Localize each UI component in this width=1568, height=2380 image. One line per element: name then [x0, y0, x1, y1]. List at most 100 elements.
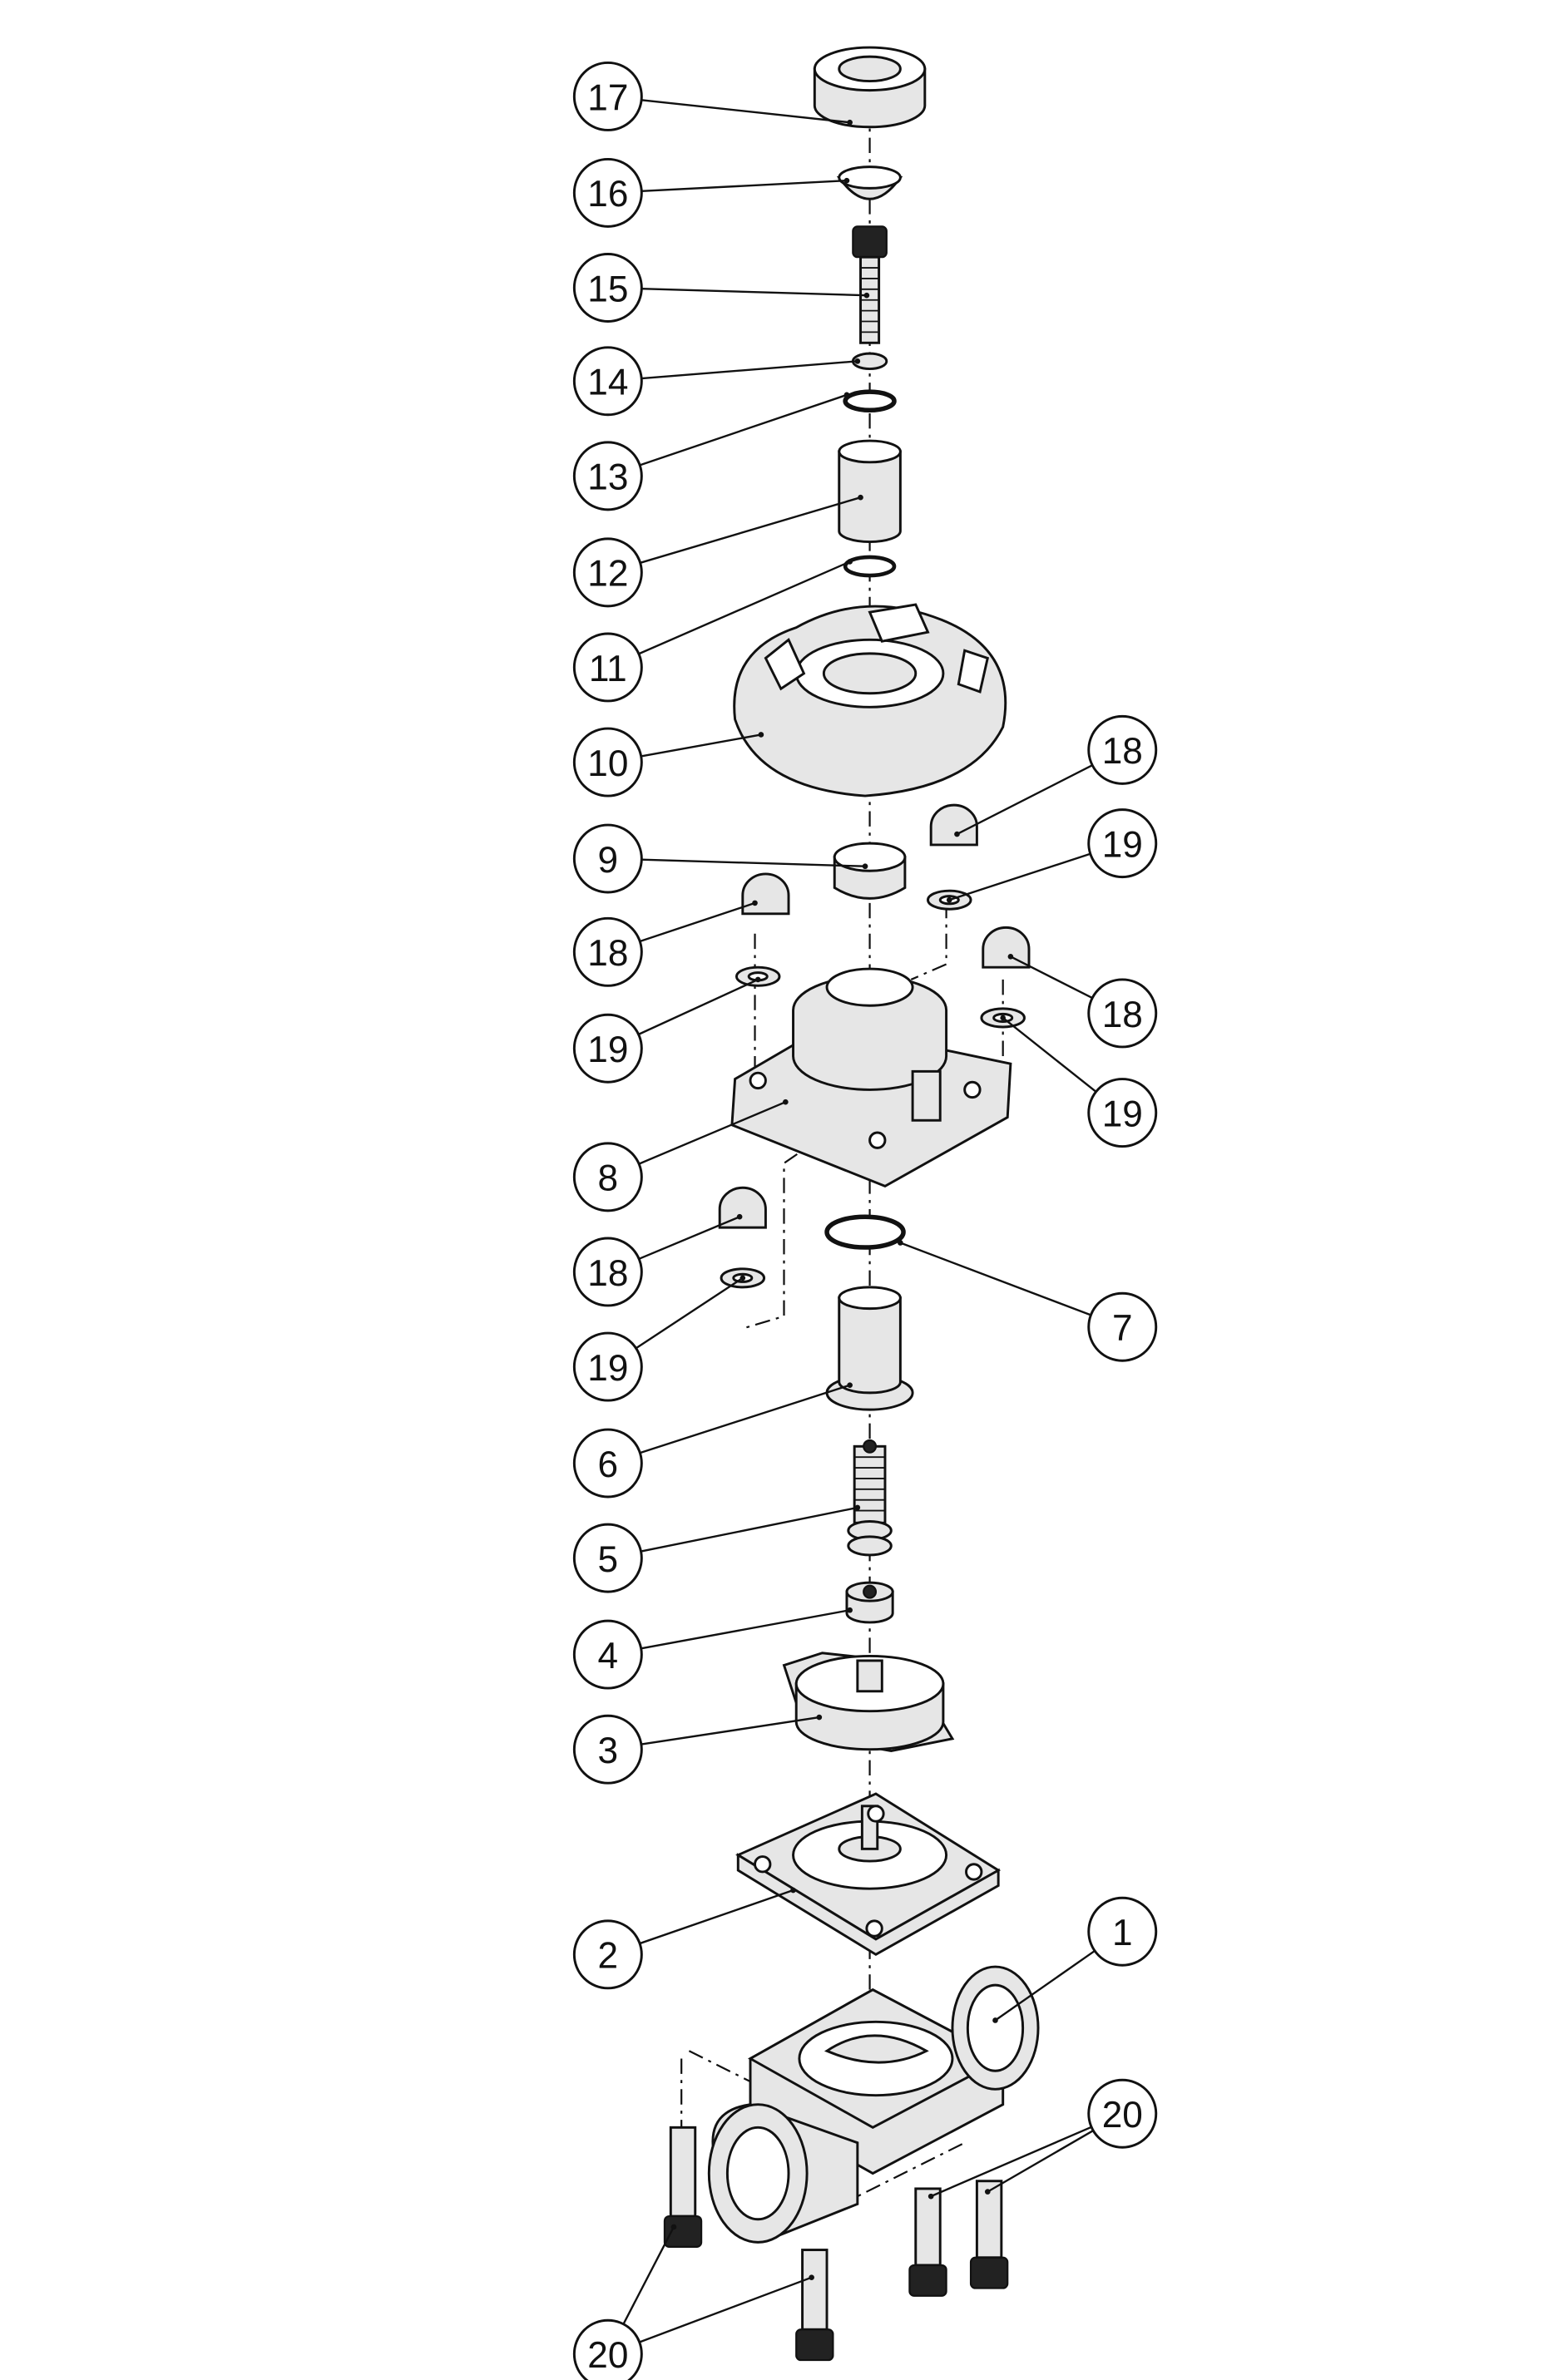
- leader-line: [641, 1716, 820, 1745]
- leader-line: [635, 1276, 744, 1350]
- callout-bubble: [572, 1619, 643, 1690]
- parts: [663, 46, 1040, 2362]
- leader-line: [994, 1949, 1096, 2022]
- callout-number: 20: [1102, 2095, 1143, 2136]
- callout-18: 18: [572, 1213, 743, 1307]
- callout-bubble: [572, 1428, 643, 1499]
- leader-dot: [758, 732, 764, 738]
- callout-1: 1: [992, 1896, 1158, 2023]
- part-9-bushing: [833, 842, 907, 900]
- callout-2: 2: [572, 1887, 796, 1990]
- callout-bubble: [1087, 808, 1158, 879]
- leader-dot: [816, 1714, 823, 1721]
- callout-4: 4: [572, 1607, 853, 1690]
- leader-dot: [670, 2224, 677, 2230]
- leader-dot: [954, 831, 960, 837]
- callout-number: 3: [598, 1731, 619, 1771]
- callout-number: 18: [1102, 995, 1143, 1035]
- leader-dot: [898, 1240, 903, 1246]
- callout-number: 2: [598, 1936, 619, 1977]
- part-5-spindle: [847, 1439, 893, 1557]
- leader-line: [948, 852, 1091, 901]
- leader-line: [641, 1506, 858, 1553]
- callout-19: 19: [946, 808, 1158, 903]
- callout-13: 13: [572, 392, 850, 511]
- callout-12: 12: [572, 494, 863, 608]
- leader-dot: [790, 1887, 796, 1894]
- callout-18: 18: [954, 714, 1158, 837]
- callout-18: 18: [1007, 954, 1158, 1049]
- leader-line: [899, 1242, 1091, 1316]
- part-12-sleeve: [838, 439, 902, 543]
- leader-line: [1010, 955, 1093, 1000]
- callout-11: 11: [572, 559, 853, 703]
- part-6-compressor: [825, 1286, 914, 1411]
- leader-line: [641, 179, 848, 193]
- callout-number: 13: [587, 457, 628, 498]
- callout-bubble: [572, 1237, 643, 1307]
- callout-number: 5: [598, 1539, 619, 1580]
- part-15-screw: [852, 225, 888, 344]
- callout-19: 19: [572, 1275, 746, 1402]
- leader-line: [641, 733, 762, 758]
- part-10-handwheel: [733, 603, 1007, 797]
- leader-dot: [858, 494, 863, 501]
- callout-bubble: [572, 1523, 643, 1593]
- callout-number: 18: [587, 933, 628, 974]
- callout-number: 19: [1102, 824, 1143, 865]
- part-11-oring: [843, 555, 897, 578]
- callout-bubble: [572, 61, 643, 131]
- callout-9: 9: [572, 823, 868, 894]
- leader-line: [639, 901, 755, 943]
- part-13-circlip: [843, 389, 897, 413]
- leader-dot: [863, 292, 870, 299]
- leader-line: [638, 560, 851, 655]
- callout-8: 8: [572, 1099, 789, 1212]
- stud-axis: [910, 902, 947, 980]
- callout-bubble: [572, 1142, 643, 1212]
- leader-line: [640, 1384, 851, 1454]
- callout-bubble: [572, 537, 643, 608]
- leader-line: [639, 1889, 794, 1945]
- callout-number: 17: [587, 77, 628, 118]
- callout-bubble: [572, 916, 643, 987]
- leader-dot: [927, 2193, 934, 2200]
- callout-number: 19: [587, 1348, 628, 1389]
- callout-bubble: [1087, 714, 1158, 785]
- leader-line: [641, 1609, 850, 1650]
- leader-line: [638, 1101, 786, 1165]
- callout-16: 16: [572, 157, 850, 228]
- callout-bubble: [1087, 978, 1158, 1049]
- callout-bubble: [572, 727, 643, 797]
- callout-bubble: [572, 1919, 643, 1990]
- callout-15: 15: [572, 253, 870, 323]
- callout-number: 4: [598, 1636, 619, 1676]
- callout-bubble: [1087, 1896, 1158, 1967]
- callout-number: 15: [587, 269, 628, 309]
- leader-dot: [843, 177, 850, 184]
- leader-dot: [854, 358, 861, 364]
- leader-line: [641, 288, 867, 297]
- callout-number: 12: [587, 554, 628, 595]
- leader-dot: [843, 392, 850, 398]
- callout-bubble: [572, 253, 643, 323]
- leader-dot: [783, 1099, 789, 1105]
- callout-layer: 1716151413121110918191819181981819765432…: [572, 61, 1158, 2380]
- leader-dot: [752, 900, 758, 906]
- callout-bubble: [572, 632, 643, 703]
- callout-bubble: [572, 1331, 643, 1402]
- callout-number: 20: [587, 2335, 628, 2376]
- leader-dot: [847, 119, 853, 126]
- callout-number: 11: [589, 649, 627, 689]
- callout-bubble: [1087, 1291, 1158, 1362]
- part-1-body: [707, 1965, 1040, 2244]
- callout-20: 20: [572, 2224, 814, 2380]
- leader-dot: [862, 863, 868, 870]
- leader-line: [641, 858, 866, 867]
- callout-bubble: [1087, 1078, 1158, 1148]
- leader-line: [641, 360, 858, 380]
- callout-number: 10: [587, 743, 628, 784]
- callout-bubble: [572, 441, 643, 511]
- callout-19: 19: [1000, 1015, 1158, 1148]
